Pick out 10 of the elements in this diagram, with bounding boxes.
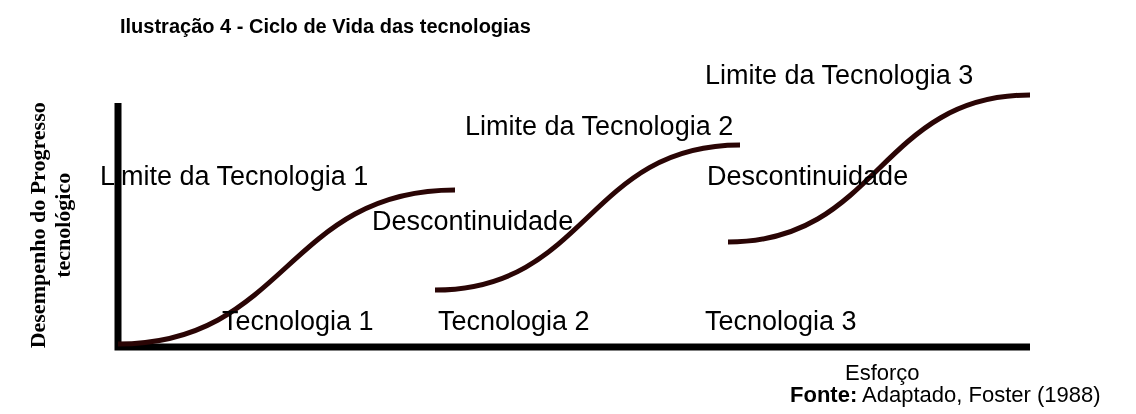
- axis-label: Desempenho do Progresso tecnológico: [24, 101, 76, 351]
- limit-label: Limite da Tecnologia 3: [705, 62, 974, 89]
- discontinuity-label: Descontinuidade: [372, 208, 574, 235]
- limit-label: Limite da Tecnologia 2: [465, 113, 734, 140]
- technology-label: Tecnologia 2: [438, 308, 590, 335]
- technology-label: Tecnologia 1: [222, 308, 374, 335]
- source-note: Fonte: Adaptado, Foster (1988): [790, 384, 1101, 406]
- technology-label: Tecnologia 3: [705, 308, 857, 335]
- figure-title: Ilustração 4 - Ciclo de Vida das tecnologias: [120, 16, 531, 36]
- axis-label: Esforço: [845, 362, 920, 384]
